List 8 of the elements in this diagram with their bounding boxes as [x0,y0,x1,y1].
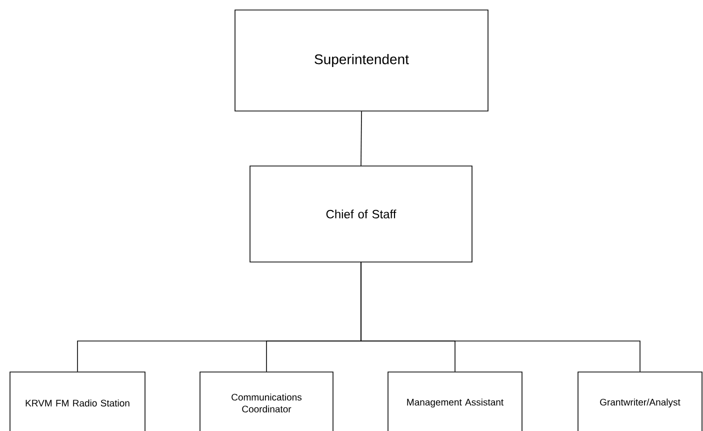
position-box: Superintendent [234,10,488,112]
connector-line [360,262,640,372]
position-box: Grantwriter/Analyst [578,372,702,431]
position-box: Chief of Staff [250,166,472,262]
position-box: Communications Coordinator [200,372,334,431]
connector-line [360,111,362,166]
position-box: KRVM FM Radio Station [10,372,146,431]
position-box: Management Assistant [388,372,522,431]
